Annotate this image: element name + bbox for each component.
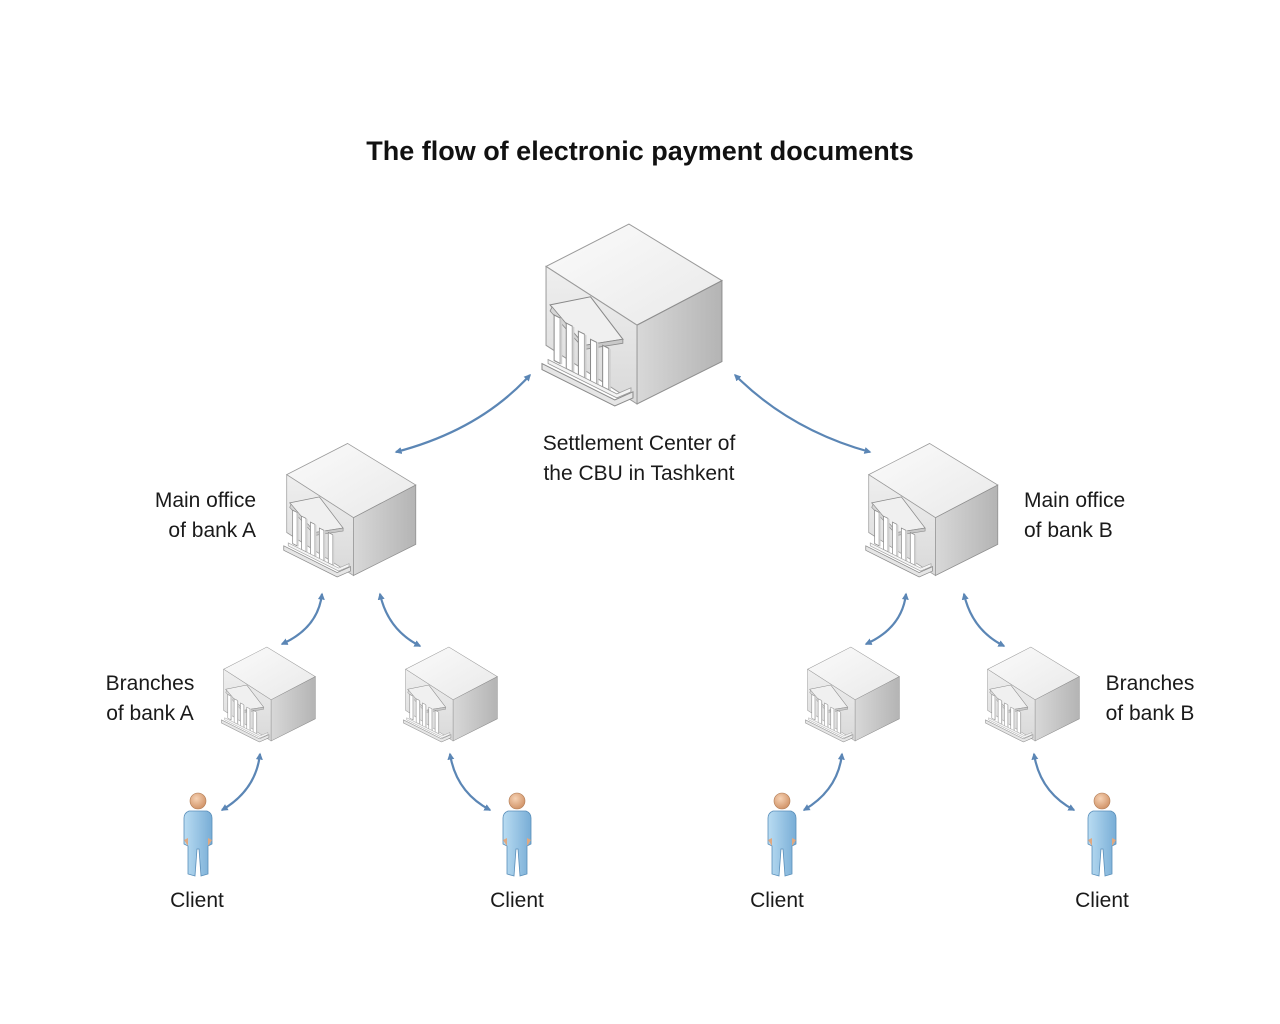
flow-arrows: [220, 373, 1076, 811]
arrow-center-to-main-b: [734, 374, 872, 454]
branch-a1-bank-building-icon: [221, 646, 316, 743]
settlement-center-label-line-1: Settlement Center of: [543, 432, 736, 455]
client-1-label: Client: [170, 889, 224, 912]
branches-a-label-line-2: of bank A: [106, 702, 194, 725]
branches-b-label-line-1: Branches: [1106, 672, 1195, 695]
client-3-label: Client: [750, 889, 804, 912]
arrow-branch-a1-to-client-1: [220, 752, 263, 811]
arrow-branch-b1-to-client-3: [802, 752, 845, 811]
branches-a-label-line-1: Branches: [106, 672, 195, 695]
main-office-b-bank-building-icon: [865, 443, 999, 578]
diagram-title: The flow of electronic payment documents: [366, 136, 914, 166]
settlement-center-bank-building-icon: [541, 223, 723, 407]
client-2-person-icon: [502, 792, 532, 877]
main-office-a-bank-building-icon: [283, 443, 417, 578]
client-4-label: Client: [1075, 889, 1129, 912]
main-office-a-label-line-1: Main office: [155, 489, 256, 512]
client-4-person-icon: [1087, 792, 1117, 877]
arrow-center-to-main-a: [394, 373, 531, 454]
arrow-main-b-to-branch-b1: [864, 592, 909, 646]
settlement-center-label-line-2: the CBU in Tashkent: [543, 462, 734, 485]
branches-b-label-line-2: of bank B: [1106, 702, 1195, 725]
arrow-main-b-to-branch-b2: [961, 592, 1006, 647]
branch-b1-bank-building-icon: [805, 646, 900, 743]
main-office-a-label-line-2: of bank A: [168, 519, 256, 542]
arrow-main-a-to-branch-a1: [280, 592, 325, 646]
main-office-b-label-line-2: of bank B: [1024, 519, 1113, 542]
branch-b2-bank-building-icon: [985, 646, 1080, 743]
arrow-branch-a2-to-client-2: [447, 752, 492, 811]
client-2-label: Client: [490, 889, 544, 912]
branch-a2-bank-building-icon: [403, 646, 498, 743]
arrow-branch-b2-to-client-4: [1031, 752, 1076, 811]
arrow-main-a-to-branch-a2: [377, 592, 422, 647]
main-office-b-label-line-1: Main office: [1024, 489, 1125, 512]
client-3-person-icon: [767, 792, 797, 877]
client-1-person-icon: [183, 792, 213, 877]
